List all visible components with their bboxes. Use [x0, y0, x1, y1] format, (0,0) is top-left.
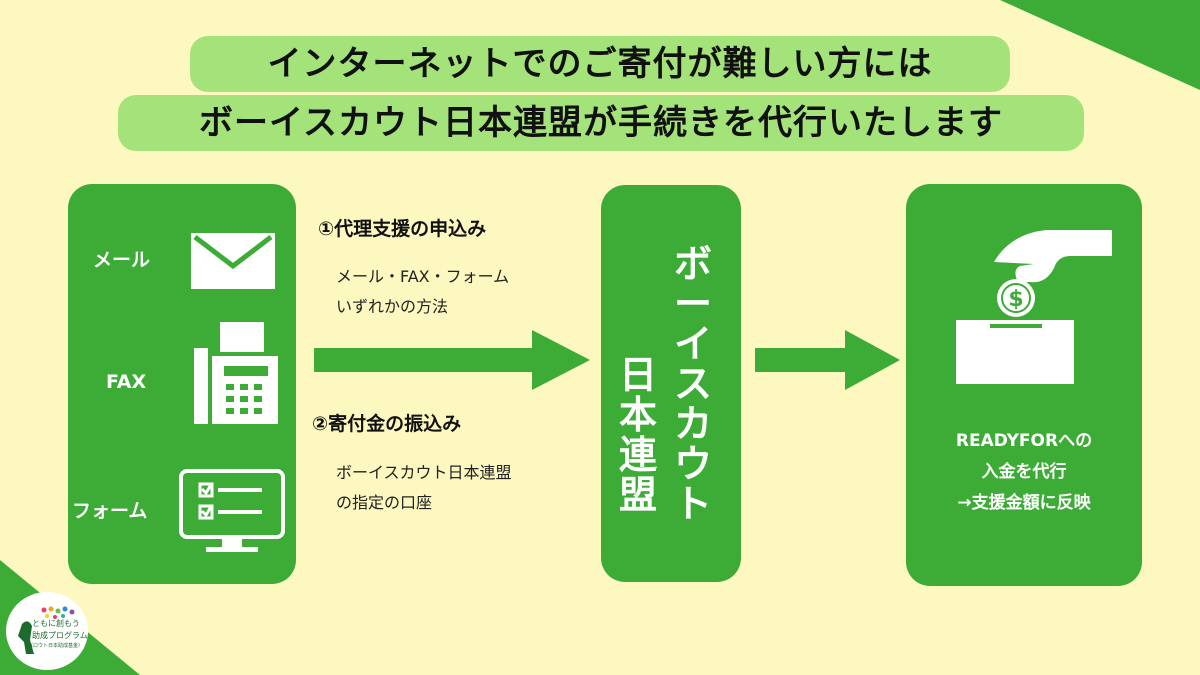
step-2-desc-line-1: ボーイスカウト日本連盟: [336, 463, 512, 482]
readyfor-line-3: →支援金額に反映: [957, 493, 1091, 513]
step-1-title: ①代理支援の申込み: [318, 218, 487, 240]
arrow-to-readyfor: [755, 330, 900, 390]
readyfor-line-1: READYFORへの: [955, 431, 1093, 451]
step-1-desc-line-2: いずれかの方法: [336, 297, 449, 316]
step-2-title: ②寄付金の振込み: [312, 413, 462, 435]
logo-line-2: 助成プログラム: [32, 631, 88, 640]
title-line-2: ボーイスカウト日本連盟が手続きを代行いたします: [118, 95, 1084, 151]
logo-line-1: ともに創もう: [32, 619, 80, 628]
step-2-desc-line-2: の指定の口座: [336, 493, 433, 512]
envelope-icon: [191, 233, 275, 289]
title-line-1: インターネットでのご寄付が難しい方には: [190, 36, 1010, 92]
organization-panel: [601, 185, 741, 582]
coin-deposit-icon: $: [956, 230, 1112, 384]
form-monitor-icon: [179, 469, 285, 552]
corner-decoration-top-right: [1000, 0, 1200, 90]
organization-name-line-1: ボーイスカウト: [673, 242, 712, 526]
program-logo: ともに創もう 助成プログラム （ロウト日本助成基金）: [6, 592, 88, 670]
method-label-form: フォーム: [72, 500, 148, 522]
method-label-fax: FAX: [106, 371, 147, 393]
readyfor-line-2: 入金を代行: [981, 462, 1067, 482]
step-1-desc-line-1: メール・FAX・フォーム: [336, 267, 510, 286]
logo-line-3: （ロウト日本助成基金）: [28, 643, 84, 649]
method-label-mail: メール: [93, 249, 151, 271]
logo-figure-icon: [18, 606, 75, 654]
svg-text:$: $: [1008, 287, 1023, 312]
organization-name-line-2: 日本連盟: [618, 353, 657, 517]
readyfor-text: READYFORへの 入金を代行 →支援金額に反映: [908, 426, 1140, 519]
arrow-to-organization: [314, 330, 590, 390]
fax-icon: [194, 322, 278, 424]
